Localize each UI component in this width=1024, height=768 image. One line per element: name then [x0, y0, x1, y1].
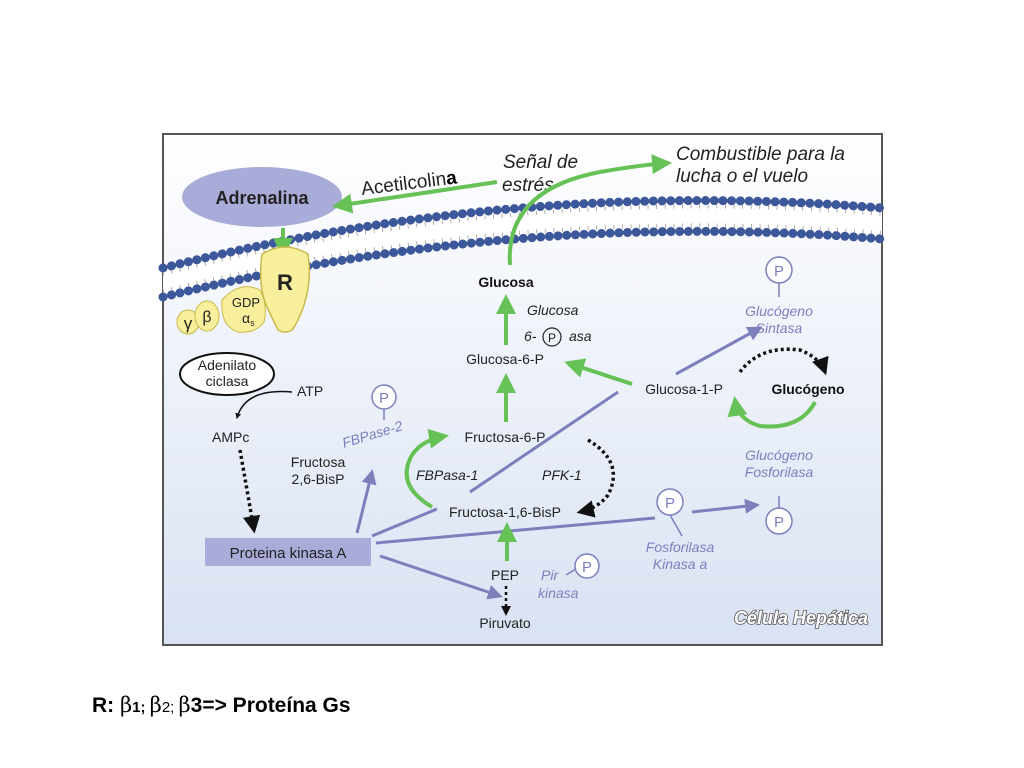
kinasa-line1: Fosforilasa [646, 539, 715, 555]
caption: R: β1; β2; β3=> Proteína Gs [92, 693, 351, 718]
glucosa-asa-phospho-label: P [548, 331, 556, 345]
beta-label: β [202, 309, 211, 326]
fosforilasa-phospho-label: P [774, 514, 784, 531]
gamma-label: γ [184, 314, 193, 333]
fructosa26-line1: Fructosa [291, 454, 346, 470]
caption-n3: 3=> Proteína Gs [190, 694, 351, 717]
glucosa1p-label: Glucosa-1-P [645, 381, 723, 397]
caption-beta1: β [120, 693, 133, 717]
glycogenolysis-arrow [727, 396, 817, 429]
sintasa-line1: Glucógeno [745, 303, 813, 319]
g1p-to-g6p-arrow [564, 358, 633, 386]
glycogen-synthesis-arrow [738, 347, 829, 376]
alpha-s-label: αs [242, 310, 255, 328]
pfk1-label: PFK-1 [542, 467, 582, 483]
senal-line1: Señal de [503, 152, 578, 173]
kinasa-phospho-label: P [665, 495, 675, 512]
senal-line2: estrés [502, 175, 554, 196]
atp-to-ampc-arrow [235, 390, 293, 420]
caption-beta3: β [178, 693, 191, 717]
glucogeno-label: Glucógeno [771, 381, 844, 397]
caption-beta2: β [149, 693, 162, 717]
piruvato-label: Piruvato [479, 615, 531, 631]
pep-label: PEP [491, 567, 519, 583]
pfk1-arrow [576, 438, 616, 518]
glucosa6p-label: Glucosa-6-P [466, 351, 544, 367]
acetilcolina-arrow [332, 180, 498, 214]
caption-colon: : [107, 694, 115, 717]
pir-kinasa-line2: kinasa [538, 585, 579, 601]
adrenalina-label: Adrenalina [215, 188, 309, 208]
adrenalina-ellipse [182, 167, 342, 227]
fbpase2-phospho-label: P [379, 390, 389, 407]
fbpase2-phospho [371, 384, 397, 410]
fosforilasa-line1: Glucógeno [745, 447, 813, 463]
caption-n1: 1; [132, 699, 150, 716]
receptor-label: R [277, 270, 293, 295]
kinasa-line2: Kinasa a [653, 556, 708, 572]
fructosa26-line2: 2,6-BisP [292, 471, 345, 487]
celula-hepatica-label: Célula Hepática [734, 608, 868, 628]
ampc-to-pka-arrow [238, 449, 261, 534]
alpha-subunit [221, 286, 266, 333]
adenilato-line2: ciclasa [206, 373, 249, 389]
caption-r: R [92, 694, 108, 717]
pka-box [205, 538, 371, 566]
fosforilasa-phospho [765, 507, 793, 535]
atp-label: ATP [297, 383, 323, 399]
glucosa-label: Glucosa [478, 274, 533, 290]
pka-label: Proteina kinasa A [230, 545, 347, 562]
pir-kinasa-line1: Pir [541, 567, 559, 583]
adenilato-ciclasa-ellipse [179, 352, 275, 396]
pir-kinasa-phospho [574, 553, 600, 579]
pir-kinasa-phospho-label: P [582, 559, 592, 576]
fructosa16-label: Fructosa-1,6-BisP [449, 504, 561, 520]
fosforilasa-line2: Fosforilasa [745, 464, 814, 480]
glucosa-asa-asa: asa [569, 328, 592, 344]
combustible-line1: Combustible para la [676, 144, 845, 165]
fructosa6p-label: Fructosa-6-P [465, 429, 546, 445]
sintasa-line2: Sintasa [756, 320, 803, 336]
beta-subunit [194, 300, 220, 332]
adenilato-line1: Adenilato [198, 357, 257, 373]
combustible-line2: lucha o el vuelo [676, 166, 808, 187]
gdp-label: GDP [232, 295, 260, 310]
glucosa-asa-line1: Glucosa [527, 302, 579, 318]
glucosa-asa-phospho [542, 327, 562, 347]
ampc-label: AMPc [212, 429, 249, 445]
fbpasa1-label: FBPasa-1 [416, 467, 478, 483]
fuel-arrow [507, 154, 672, 266]
caption-n2: 2; [161, 699, 179, 716]
fbpasa1-arrow [404, 428, 449, 509]
glucosa-asa-6: 6- [524, 328, 537, 344]
sintasa-phospho-label: P [774, 263, 784, 280]
receptor-shape [259, 246, 311, 333]
